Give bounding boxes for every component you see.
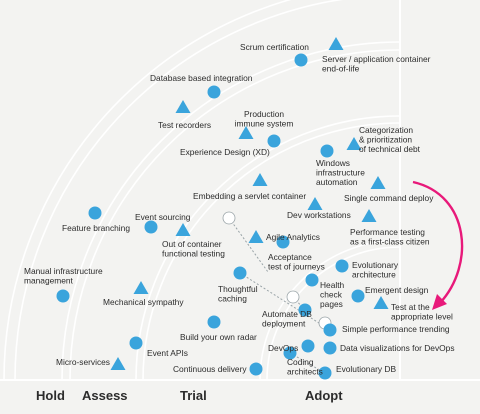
ring-labels: Hold Assess Trial Adopt xyxy=(36,388,343,403)
trail-thoughtful-caching xyxy=(239,272,331,331)
blip-evolutionary-db[interactable] xyxy=(318,366,332,380)
ring-label-assess: Assess xyxy=(82,388,128,403)
blip-simple-perf-trending[interactable] xyxy=(323,323,337,337)
bottom-band xyxy=(0,381,480,414)
moved-from-circle xyxy=(222,211,236,225)
arc-trial-outer xyxy=(135,115,401,381)
blip-embedding-servlet-container[interactable] xyxy=(252,173,268,186)
blip-production-immune-system[interactable] xyxy=(267,134,281,148)
label-evolutionary-db: Evolutionary DB xyxy=(336,364,396,374)
blip-data-viz-devops[interactable] xyxy=(323,341,337,355)
blip-mechanical-sympathy[interactable] xyxy=(133,281,149,294)
axes xyxy=(0,0,480,381)
blip-out-of-container-testing[interactable] xyxy=(175,223,191,236)
label-data-viz-devops: Data visualizations for DevOps xyxy=(340,343,455,353)
arc-hold-outer xyxy=(3,0,292,381)
label-agile-analytics: Agile Analytics xyxy=(266,232,320,242)
ring-label-trial: Trial xyxy=(180,388,207,403)
trail-automate-db xyxy=(292,296,306,311)
arc-assess-outer xyxy=(61,41,401,381)
label-test-recorders: Test recorders xyxy=(158,120,211,130)
blip-event-apis[interactable] xyxy=(129,336,143,350)
label-build-your-own-radar: Build your own radar xyxy=(180,332,257,342)
blip-test-recorders[interactable] xyxy=(175,100,191,113)
ring-label-hold: Hold xyxy=(36,388,65,403)
trend-arrow-line xyxy=(412,180,464,304)
blip-windows-infra-automation[interactable] xyxy=(320,144,334,158)
blip-evolutionary-architecture[interactable] xyxy=(335,259,349,273)
blip-test-at-appropriate-level[interactable] xyxy=(373,296,389,309)
blip-scrum-certification[interactable] xyxy=(294,53,308,67)
blip-categorization-tech-debt[interactable] xyxy=(346,137,362,150)
arc-adopt-outer xyxy=(259,239,401,381)
blip-single-command-deploy[interactable] xyxy=(370,176,386,189)
blip-feature-branching[interactable] xyxy=(88,206,102,220)
arc-trial-inner xyxy=(142,122,401,381)
blip-automate-db-deployment[interactable] xyxy=(298,303,312,317)
label-emergent-design: Emergent design xyxy=(365,285,429,295)
blip-micro-services[interactable] xyxy=(110,357,126,370)
blip-event-sourcing[interactable] xyxy=(144,220,158,234)
label-event-sourcing: Event sourcing xyxy=(135,212,191,222)
movement-trails xyxy=(228,217,331,374)
blip-emergent-design[interactable] xyxy=(351,289,365,303)
blip-markers xyxy=(56,37,389,380)
trail-acceptance-test xyxy=(228,217,269,273)
trend-arrow-head xyxy=(432,294,447,310)
blip-build-your-own-radar[interactable] xyxy=(207,315,221,329)
arc-assess-inner xyxy=(69,49,401,381)
label-devops: DevOps xyxy=(268,343,298,353)
moved-from-circle xyxy=(286,290,300,304)
blip-dev-workstations[interactable] xyxy=(307,197,323,210)
label-simple-perf-trending: Simple performance trending xyxy=(342,324,450,334)
blip-devops[interactable] xyxy=(301,339,315,353)
blip-health-check-pages[interactable] xyxy=(305,273,319,287)
blip-coding-architects[interactable] xyxy=(283,346,297,360)
blip-thoughtful-caching[interactable] xyxy=(233,266,247,280)
blip-database-integration[interactable] xyxy=(207,85,221,99)
label-event-apis: Event APIs xyxy=(147,348,188,358)
blip-continuous-delivery[interactable] xyxy=(249,362,263,376)
label-micro-services: Micro-services xyxy=(56,357,110,367)
arc-hold-inner xyxy=(14,0,344,381)
blip-server-container-eol[interactable] xyxy=(328,37,344,50)
arc-adopt-inner xyxy=(266,246,401,381)
blip-experience-design[interactable] xyxy=(238,126,254,139)
label-embedding-servlet-container: Embedding a servlet container xyxy=(193,191,306,201)
ring-arcs xyxy=(3,0,401,381)
label-single-command-deploy: Single command deploy xyxy=(344,193,434,203)
label-mechanical-sympathy: Mechanical sympathy xyxy=(103,297,184,307)
blip-agile-analytics[interactable] xyxy=(248,230,264,243)
blip-acceptance-test-journeys[interactable] xyxy=(276,235,290,249)
label-scrum-certification: Scrum certification xyxy=(240,42,309,52)
trail-coding-architects xyxy=(289,352,326,374)
blip-labels: Scrum certification Server / application… xyxy=(24,42,455,376)
label-continuous-delivery: Continuous delivery xyxy=(173,364,247,374)
blip-manual-infra-management[interactable] xyxy=(56,289,70,303)
label-dev-workstations: Dev workstations xyxy=(287,210,351,220)
previous-positions xyxy=(222,211,332,330)
trend-arrow xyxy=(412,180,464,310)
blip-perf-testing-first-class[interactable] xyxy=(361,209,377,222)
ring-label-adopt: Adopt xyxy=(305,388,343,403)
label-experience-design: Experience Design (XD) xyxy=(180,147,270,157)
label-feature-branching: Feature branching xyxy=(62,223,130,233)
label-database-integration: Database based integration xyxy=(150,73,253,83)
